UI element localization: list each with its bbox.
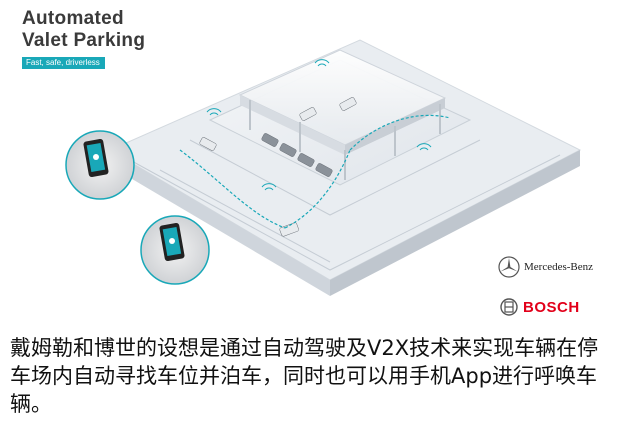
caption-text: 戴姆勒和博世的设想是通过自动驾驶及V2X技术来实现车辆在停车场内自动寻找车位并泊… [10, 336, 599, 416]
phone-hand-top [65, 130, 135, 200]
mercedes-star-icon [498, 256, 520, 278]
route-lines [179, 114, 451, 229]
title-line-2: Valet Parking [22, 30, 146, 51]
tagline-badge: Fast, safe, driverless [22, 57, 105, 69]
parked-cars [199, 97, 357, 237]
phone-hand-bottom [140, 215, 210, 285]
wifi-signals [206, 59, 432, 191]
parking-garage-illustration [65, 39, 582, 296]
title-line-1: Automated [22, 8, 124, 29]
bosch-armature-icon [500, 298, 518, 316]
title-block: Automated Valet Parking Fast, safe, driv… [22, 8, 145, 70]
bosch-logo: BOSCH [500, 298, 580, 316]
bosch-name: BOSCH [523, 298, 580, 316]
mercedes-benz-logo: Mercedes-Benz [498, 256, 593, 278]
road-markings [129, 139, 561, 271]
mercedes-benz-name: Mercedes-Benz [524, 261, 594, 273]
